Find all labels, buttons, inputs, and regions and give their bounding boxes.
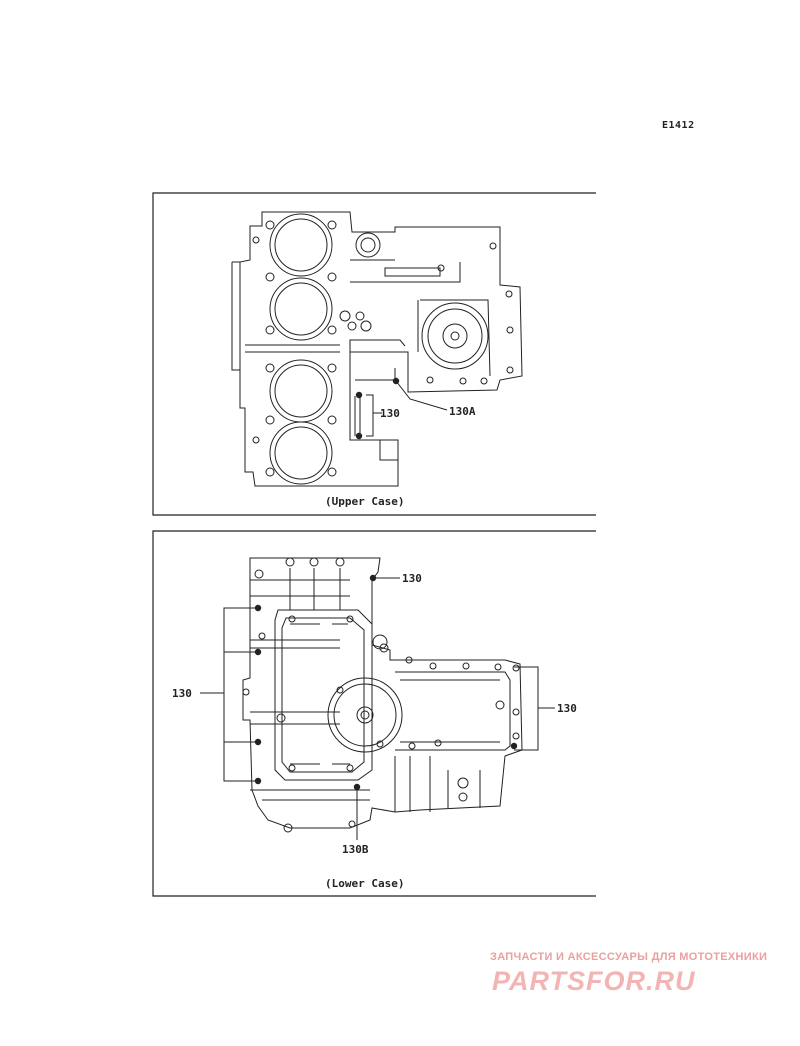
lower-callout-130-top: 130 (402, 572, 422, 585)
lower-block-outline (242, 557, 523, 829)
cylinder-bores (269, 213, 333, 485)
upper-frame (152, 192, 596, 516)
upper-callout-130a: 130A (449, 405, 476, 418)
bolt-holes (252, 220, 514, 477)
diagram-code: E1412 (662, 120, 695, 131)
upper-caption: (Upper Case) (325, 495, 404, 508)
lower-frame (152, 530, 596, 897)
watermark-tagline: ЗАПЧАСТИ И АКСЕССУАРЫ ДЛЯ МОТОТЕХНИКИ (490, 951, 768, 963)
lower-callout-130b: 130B (342, 843, 369, 856)
lower-callout-130-right: 130 (557, 702, 577, 715)
lower-callout-130-left: 130 (172, 687, 192, 700)
lower-caption: (Lower Case) (325, 877, 404, 890)
upper-callout-130: 130 (380, 407, 400, 420)
lower-bolt-holes (242, 557, 520, 833)
watermark-brand: PARTSFOR.RU (492, 966, 696, 996)
